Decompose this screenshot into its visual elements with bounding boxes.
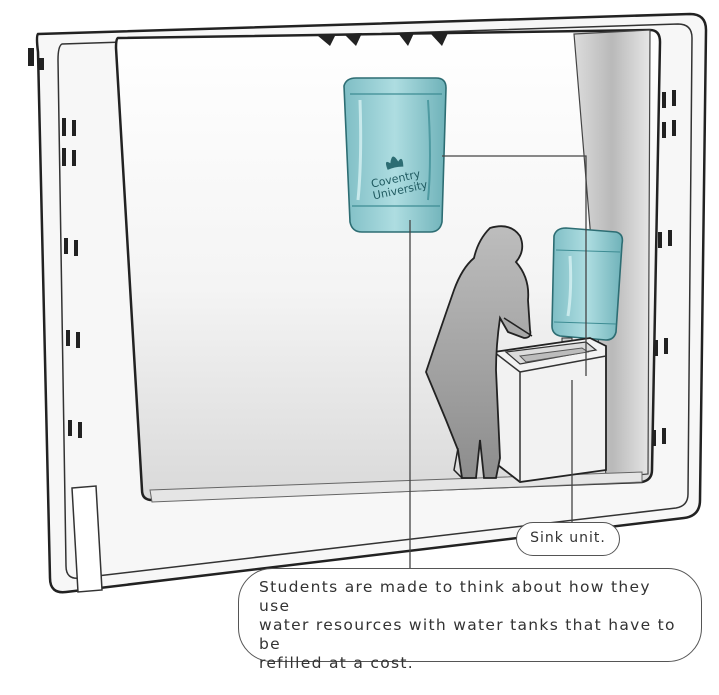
students-callout-line: Students are made to think about how the…: [259, 578, 651, 615]
students-callout-line: water resources with water tanks that ha…: [259, 616, 676, 653]
student-figure: [425, 225, 533, 479]
water-tank-hanging: Coventry University: [343, 77, 447, 233]
sink-unit: [493, 337, 607, 483]
water-tank-wall: [551, 227, 624, 353]
students-callout: Students are made to think about how the…: [238, 568, 702, 672]
students-callout-line: refilled at a cost.: [259, 654, 414, 672]
leader-lines: [409, 155, 587, 570]
sink-unit-callout: Sink unit.: [516, 522, 620, 556]
frame-slots: [28, 33, 676, 446]
